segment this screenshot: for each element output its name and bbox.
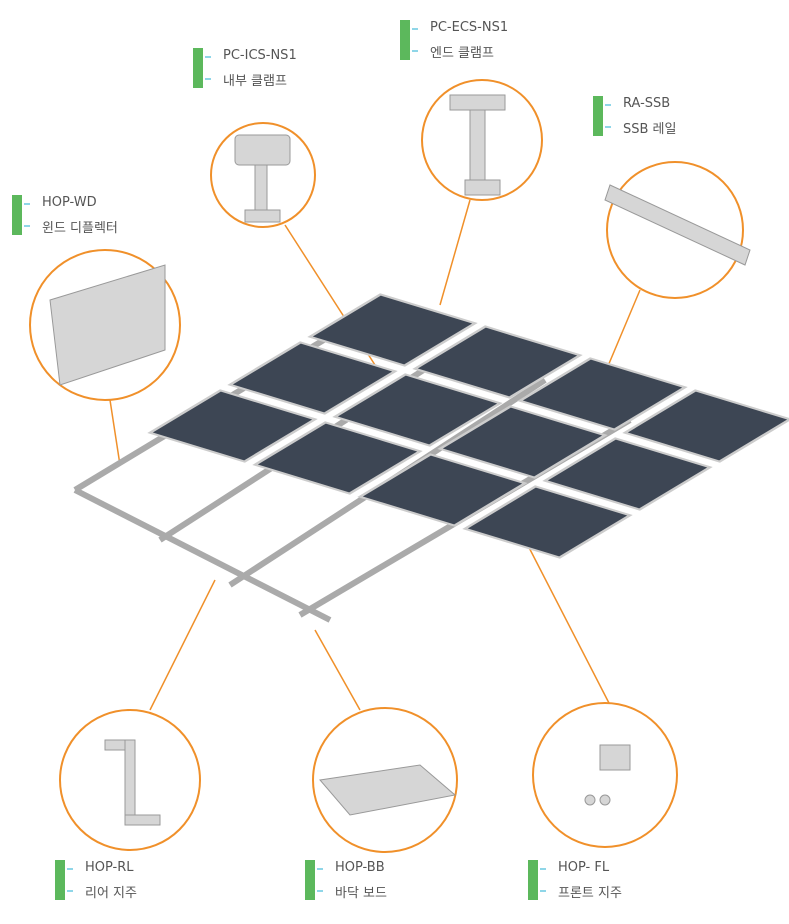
solar-panel — [147, 389, 318, 463]
solar-panel — [252, 421, 423, 495]
solar-panel — [332, 373, 503, 447]
solar-panel — [542, 437, 713, 511]
solar-panel — [307, 293, 478, 367]
solar-panel — [227, 341, 398, 415]
part-illustrations — [49, 94, 751, 826]
solar-panel — [462, 485, 633, 559]
solar-panel — [517, 357, 688, 431]
solar-panel — [622, 389, 789, 463]
solar-panel — [412, 325, 583, 399]
solar-panel — [357, 453, 528, 527]
solar-panel-array — [147, 293, 789, 559]
solar-panel — [437, 405, 608, 479]
